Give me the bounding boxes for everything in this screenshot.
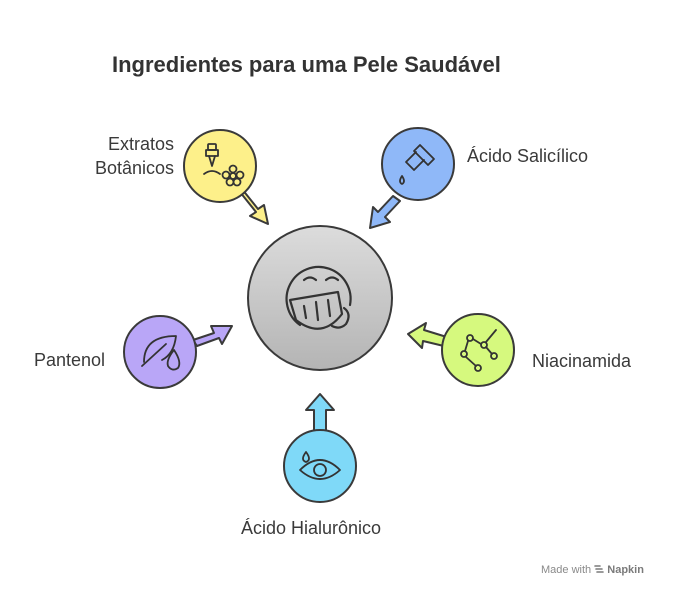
label-line: Ácido Salicílico [467, 146, 589, 166]
center-node [247, 225, 393, 371]
node-circle-pantenol [123, 315, 197, 389]
node-acido-hialuronico [283, 393, 357, 503]
label-line: Extratos [107, 134, 174, 154]
node-circle-salicilico [381, 127, 455, 201]
node-circle-niacinamida [441, 313, 515, 387]
arrow-extratos [239, 188, 269, 225]
dropper-bottle-icon [399, 144, 435, 185]
label-pantenol: Pantenol [34, 348, 105, 372]
label-acido-hialuronico: Ácido Hialurônico [241, 516, 381, 540]
node-acido-salicilico [369, 127, 455, 229]
footer-prefix: Made with [541, 564, 592, 576]
label-niacinamida: Niacinamida [532, 349, 631, 373]
made-with-napkin: Made with Napkin [541, 564, 644, 576]
diagram-title: Ingredientes para uma Pele Saudável [112, 52, 501, 77]
napkin-logo-icon [594, 565, 605, 573]
arrow-salicilico [369, 195, 401, 229]
node-circle-hialuronico [283, 429, 357, 503]
node-niacinamida [407, 313, 515, 387]
node-circle-extratos [183, 129, 257, 203]
molecule-icon [460, 329, 498, 372]
label-acido-salicilico: Ácido Salicílico [467, 144, 588, 168]
footer-brand: Napkin [607, 564, 644, 576]
node-pantenol [123, 315, 233, 389]
happy-face-icon [285, 265, 352, 330]
leaf-drop-icon [141, 335, 181, 371]
arrow-hialuronico [305, 393, 335, 435]
node-extratos-botanicos [183, 129, 269, 225]
arrow-pantenol [192, 325, 233, 347]
label-line: Botânicos [94, 158, 174, 178]
dropper-flower-icon [203, 143, 245, 187]
label-line: Niacinamida [532, 351, 632, 371]
label-extratos-botanicos: Extratos Botânicos [95, 132, 174, 180]
label-line: Ácido Hialurônico [241, 518, 382, 538]
label-line: Pantenol [33, 350, 105, 370]
water-drop-eye-icon [299, 451, 341, 480]
